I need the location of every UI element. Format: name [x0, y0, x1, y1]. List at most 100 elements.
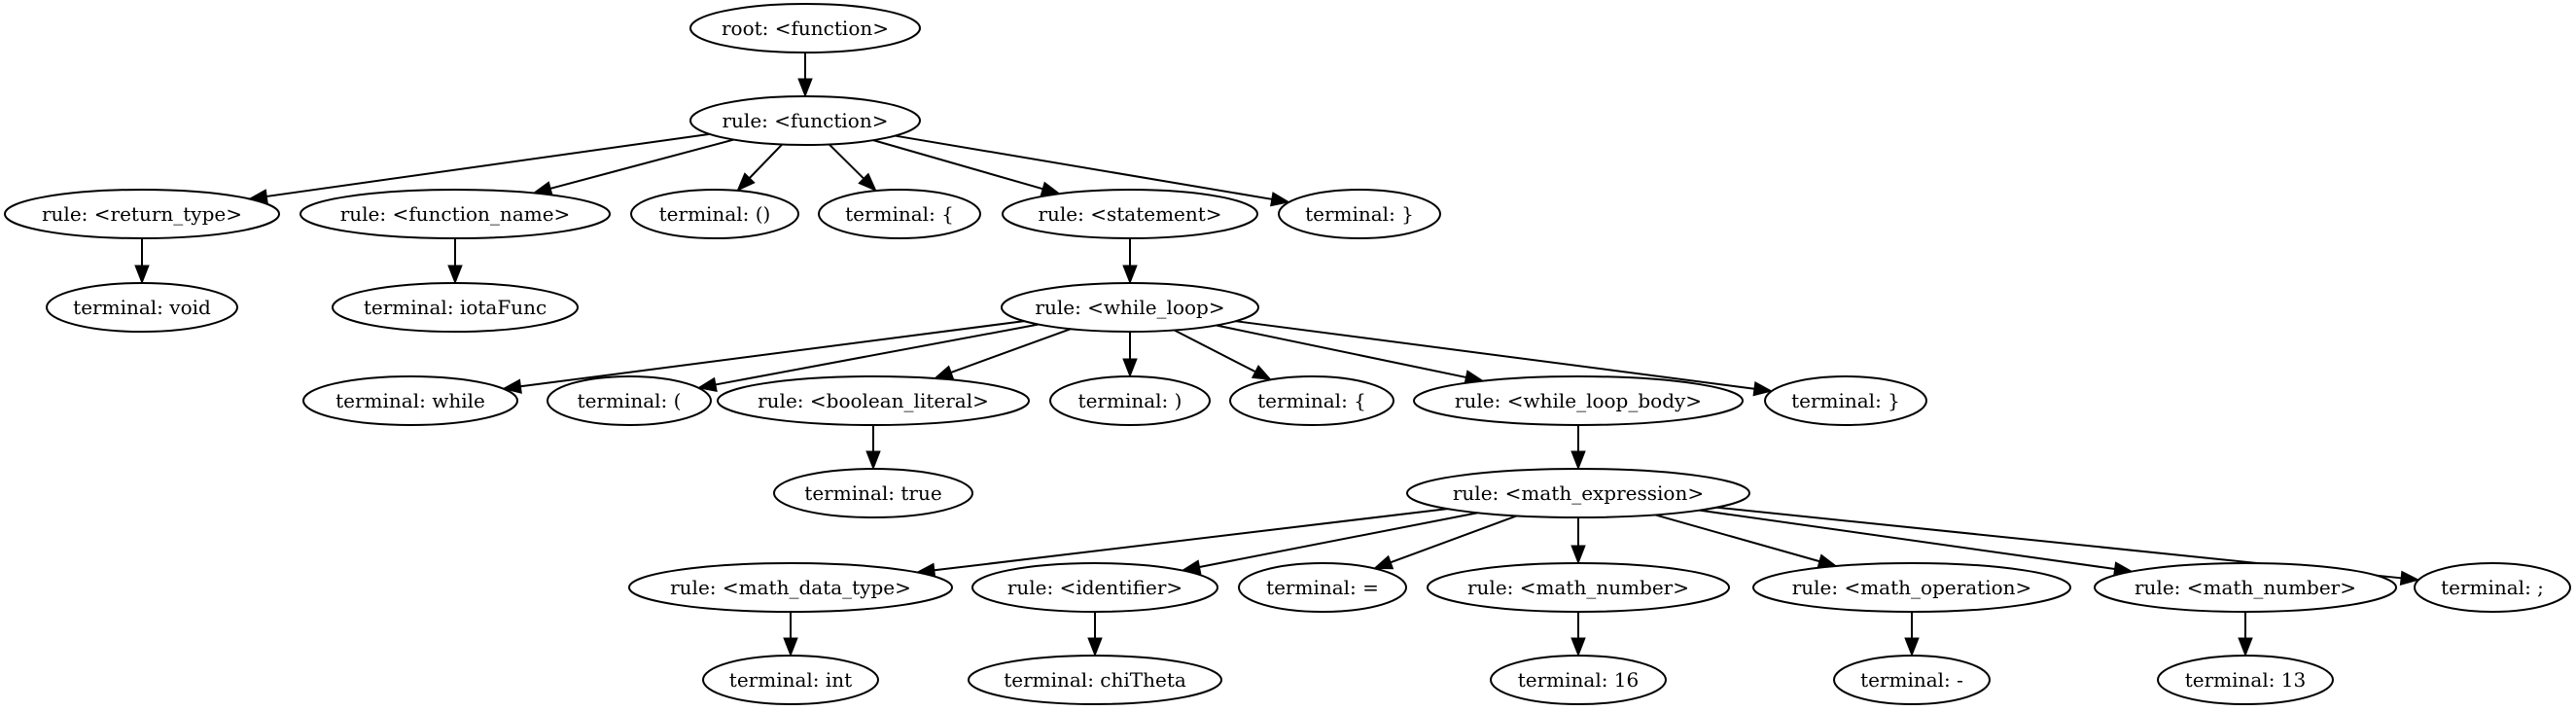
arrowhead-n1-n4 — [736, 172, 756, 192]
node-label: terminal: 13 — [2185, 668, 2307, 692]
arrowhead-n23-n29 — [1570, 637, 1586, 658]
node-label: rule: <while_loop_body> — [1455, 389, 1702, 412]
node-label: terminal: () — [659, 202, 771, 226]
node-label: rule: <math_operation> — [1792, 576, 2032, 599]
node-ellipse — [302, 375, 518, 426]
edge-n1-n2 — [266, 132, 710, 197]
tree-node: rule: <math_expression> — [1406, 468, 1750, 518]
arrowhead-n3-n9 — [447, 265, 463, 285]
tree-node: terminal: void — [46, 282, 238, 333]
node-label: terminal: int — [729, 668, 852, 692]
tree-node: rule: <math_operation> — [1752, 562, 2071, 613]
arrowhead-n2-n8 — [134, 265, 150, 285]
edge-n19-n21 — [1199, 512, 1478, 569]
node-ellipse — [2157, 655, 2334, 705]
node-label: terminal: 16 — [1518, 668, 1640, 692]
tree-node: terminal: - — [1833, 655, 1991, 705]
nodes-layer: root: <function> rule: <function> rule: <r… — [4, 3, 2571, 705]
node-label: terminal: chiTheta — [1004, 668, 1186, 692]
node-label: root: <function> — [722, 17, 889, 40]
node-ellipse — [46, 282, 238, 333]
node-ellipse — [818, 189, 981, 239]
tree-node: rule: <math_number> — [2094, 562, 2397, 613]
arrowhead-n10-n13 — [933, 365, 955, 379]
edge-n10-n16 — [1216, 324, 1466, 378]
arrowhead-n10-n14 — [1122, 358, 1138, 378]
node-label: rule: <function_name> — [340, 202, 571, 226]
arrowhead-n19-n23 — [1570, 545, 1586, 565]
node-ellipse — [717, 375, 1030, 426]
node-label: terminal: } — [1305, 202, 1414, 226]
tree-node: rule: <math_data_type> — [628, 562, 953, 613]
node-ellipse — [971, 562, 1218, 613]
tree-node: terminal: { — [1229, 375, 1394, 426]
arrowhead-n1-n5 — [858, 172, 877, 193]
edge-n10-n12 — [715, 323, 1040, 386]
node-label: terminal: ( — [578, 389, 682, 412]
node-ellipse — [1278, 189, 1441, 239]
node-ellipse — [547, 375, 712, 426]
node-ellipse — [1427, 562, 1730, 613]
tree-node: rule: <return_type> — [4, 189, 280, 239]
node-ellipse — [689, 3, 921, 53]
node-label: terminal: } — [1791, 389, 1900, 412]
edge-n10-n13 — [950, 328, 1072, 373]
tree-node: terminal: int — [702, 655, 879, 705]
node-ellipse — [630, 189, 799, 239]
tree-node: rule: <math_number> — [1427, 562, 1730, 613]
arrowhead-n1-n7 — [1270, 192, 1290, 207]
edge-n10-n15 — [1174, 329, 1256, 373]
node-label: rule: <while_loop> — [1035, 296, 1224, 319]
tree-node: rule: <function> — [689, 95, 921, 146]
node-ellipse — [1229, 375, 1394, 426]
node-label: rule: <statement> — [1038, 202, 1221, 226]
edges-layer — [134, 53, 2420, 658]
tree-node: rule: <identifier> — [971, 562, 1218, 613]
arrowhead-n19-n22 — [1372, 554, 1394, 570]
node-label: terminal: true — [804, 481, 941, 505]
arrowhead-n10-n12 — [696, 376, 718, 392]
arrowhead-n0-n1 — [797, 78, 813, 98]
arrowhead-n24-n30 — [1904, 637, 1920, 658]
arrowhead-n10-n17 — [1752, 381, 1774, 397]
node-label: terminal: ) — [1078, 389, 1182, 412]
arrowhead-n6-n10 — [1122, 265, 1138, 285]
node-label: rule: <identifier> — [1007, 576, 1182, 599]
node-ellipse — [1001, 282, 1259, 333]
tree-node: terminal: } — [1764, 375, 1927, 426]
arrowhead-n10-n15 — [1251, 365, 1273, 381]
tree-node: rule: <function_name> — [300, 189, 611, 239]
tree-node: terminal: chiTheta — [968, 655, 1222, 705]
edge-n1-n7 — [895, 134, 1272, 200]
tree-node: rule: <while_loop_body> — [1413, 375, 1744, 426]
arrowhead-n21-n28 — [1087, 637, 1103, 658]
arrowhead-n16-n19 — [1570, 450, 1586, 471]
node-label: rule: <boolean_literal> — [758, 389, 989, 412]
tree-node: terminal: iotaFunc — [332, 282, 579, 333]
tree-node: terminal: { — [818, 189, 981, 239]
node-ellipse — [2414, 562, 2571, 613]
node-ellipse — [1752, 562, 2071, 613]
node-ellipse — [1049, 375, 1211, 426]
edge-n10-n11 — [520, 320, 1025, 388]
node-ellipse — [968, 655, 1222, 705]
tree-node: rule: <boolean_literal> — [717, 375, 1030, 426]
tree-node: terminal: true — [773, 468, 973, 518]
node-label: rule: <math_expression> — [1453, 481, 1704, 505]
edge-n1-n4 — [749, 143, 783, 179]
node-ellipse — [1764, 375, 1927, 426]
node-label: terminal: ; — [2441, 576, 2544, 599]
node-label: terminal: while — [335, 389, 485, 412]
tree-node: terminal: ; — [2414, 562, 2571, 613]
tree-node: terminal: 16 — [1490, 655, 1667, 705]
node-label: rule: <math_number> — [2135, 576, 2356, 599]
tree-node: terminal: () — [630, 189, 799, 239]
node-ellipse — [1490, 655, 1667, 705]
edge-n19-n24 — [1654, 514, 1820, 563]
node-ellipse — [1002, 189, 1258, 239]
edge-n19-n25 — [1699, 509, 2115, 570]
tree-node: terminal: while — [302, 375, 518, 426]
arrowhead-n13-n18 — [865, 450, 881, 471]
tree-node: rule: <statement> — [1002, 189, 1258, 239]
tree-node: terminal: ( — [547, 375, 712, 426]
